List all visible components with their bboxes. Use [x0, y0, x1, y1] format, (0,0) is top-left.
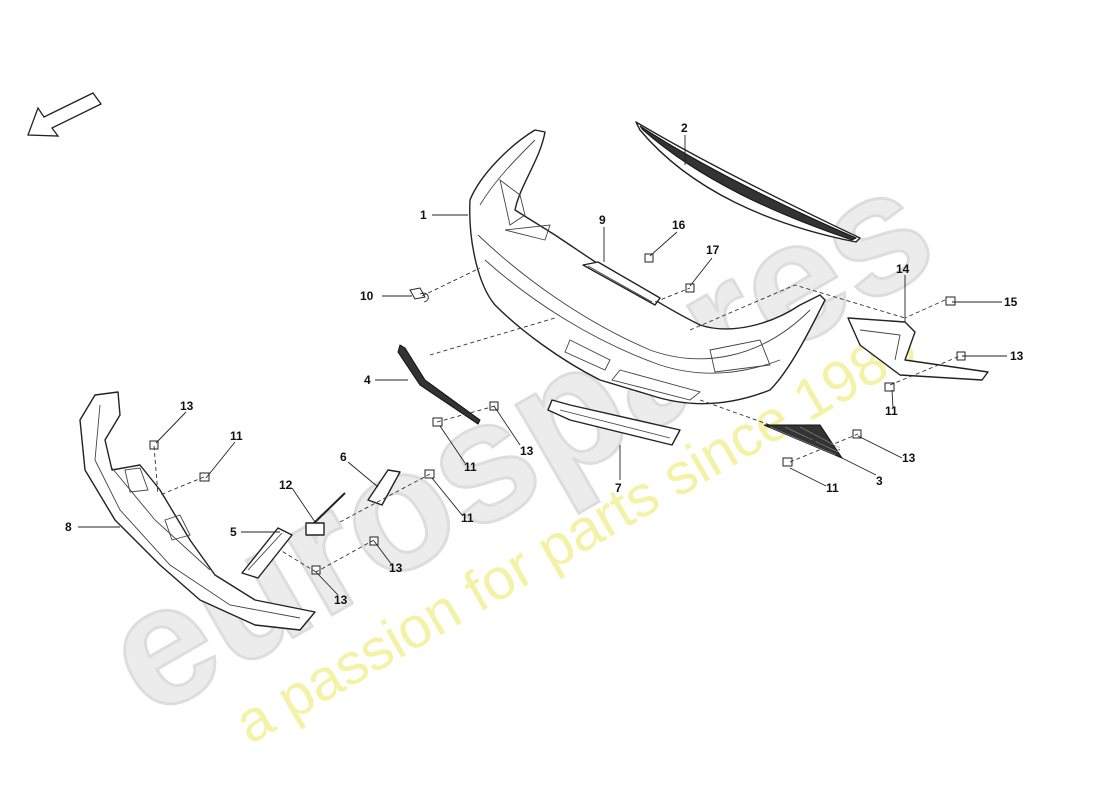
callout-9: 9	[599, 213, 606, 227]
callout-13: 13	[389, 561, 403, 575]
callout-15: 15	[1004, 295, 1018, 309]
callout-11: 11	[826, 481, 839, 495]
part-8-lower-spoiler	[79, 391, 316, 631]
leader-lines	[78, 135, 1007, 596]
callout-2: 2	[681, 121, 688, 135]
part-5-bracket	[241, 527, 293, 579]
part-14-side-flap	[847, 317, 989, 381]
callout-7: 7	[615, 481, 622, 495]
part-1-front-bumper	[469, 129, 826, 405]
part-12-rod	[305, 492, 346, 536]
callout-4: 4	[364, 373, 371, 387]
fastener-13	[311, 565, 321, 575]
part-7-splitter	[547, 399, 681, 446]
callout-13: 13	[180, 399, 194, 413]
callout-14: 14	[896, 262, 910, 276]
callout-labels: 1 2 3 4 5 6 7 8 9 10 11 11 11 11 11 12 1…	[65, 121, 1024, 607]
callout-11: 11	[885, 404, 898, 418]
assembly-lines	[153, 267, 961, 573]
part-9-bracket	[582, 261, 661, 306]
callout-1: 1	[420, 208, 427, 222]
part-6-bracket	[367, 469, 401, 506]
fastener-11	[782, 457, 793, 467]
callout-12: 12	[279, 478, 293, 492]
callout-13: 13	[334, 593, 348, 607]
callout-13: 13	[1010, 349, 1024, 363]
callout-5: 5	[230, 525, 237, 539]
fastener-11	[884, 382, 895, 392]
callout-17: 17	[706, 243, 720, 257]
callout-16: 16	[672, 218, 686, 232]
fastener-13	[644, 253, 654, 263]
callout-13: 13	[520, 444, 534, 458]
fastener-15	[945, 296, 956, 306]
callout-11: 11	[464, 460, 477, 474]
part-3-mesh-grille	[763, 424, 844, 460]
callout-3: 3	[876, 474, 883, 488]
callout-11: 11	[230, 429, 243, 443]
part-10-clip	[409, 287, 429, 303]
fastener-11	[199, 472, 210, 482]
callout-10: 10	[360, 289, 374, 303]
part-4-trim-strip	[397, 344, 481, 425]
callout-13: 13	[902, 451, 916, 465]
part-2-upper-lip	[635, 121, 861, 243]
callout-6: 6	[340, 450, 347, 464]
callout-11: 11	[461, 511, 474, 525]
callout-8: 8	[65, 520, 72, 534]
direction-arrow-icon	[27, 92, 102, 137]
